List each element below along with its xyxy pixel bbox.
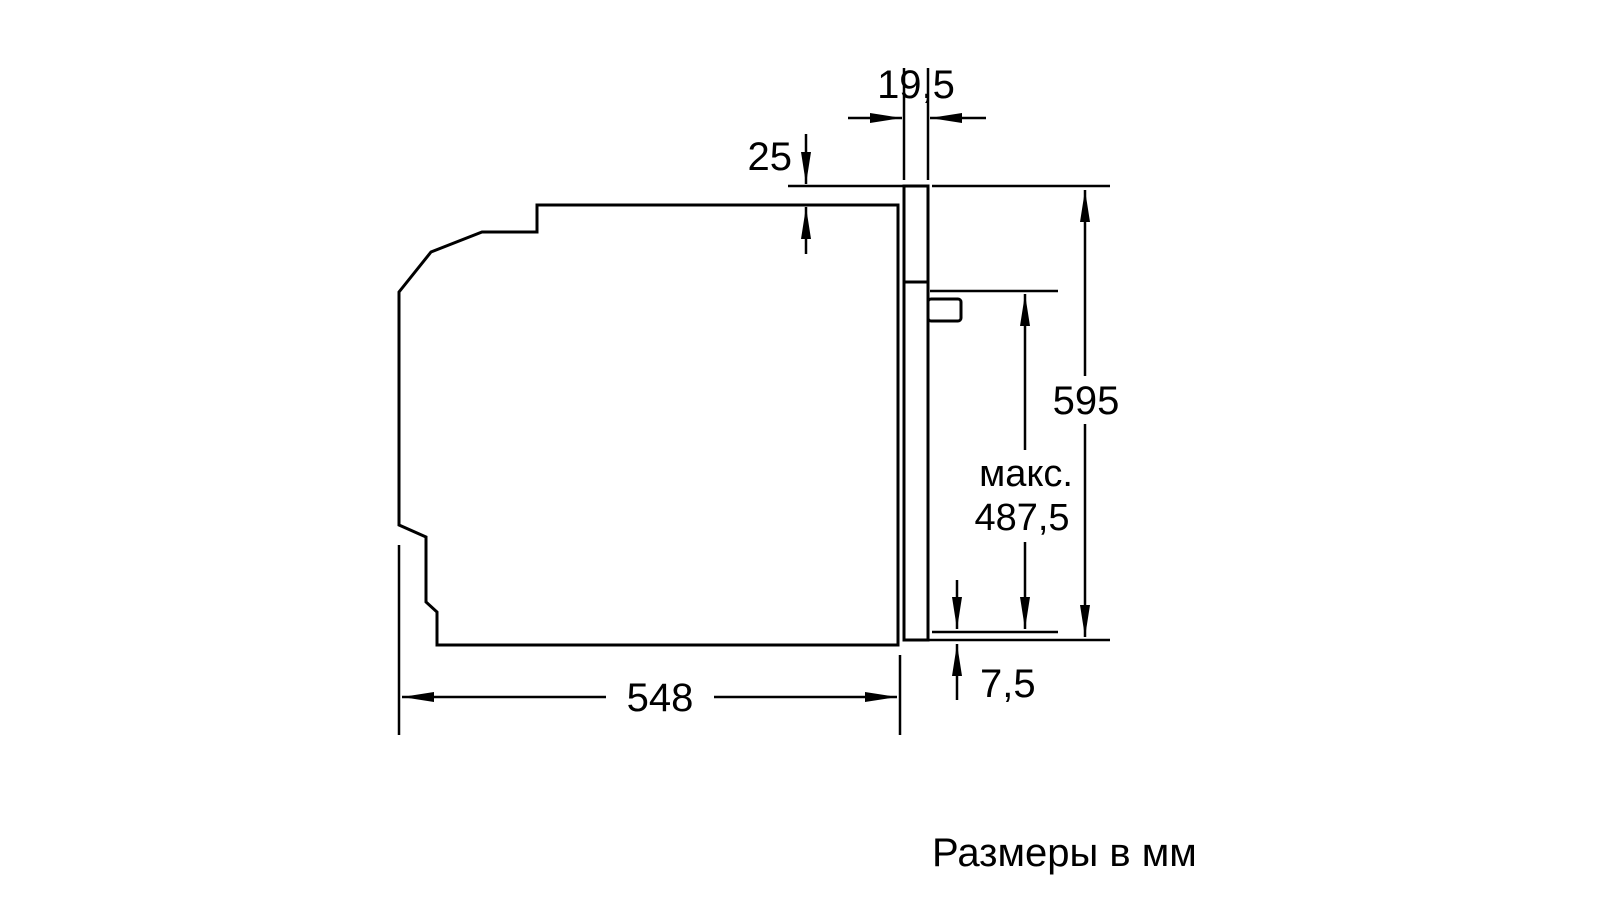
dim-label-595: 595: [1053, 379, 1120, 423]
dim-label-548: 548: [627, 676, 694, 720]
dim-label-max-word: макс.: [979, 453, 1073, 495]
oven-body-outline: [397, 203, 900, 647]
units-note: Размеры в мм: [932, 831, 1197, 875]
dim-label-7-5: 7,5: [980, 662, 1036, 706]
label-mask-max: [968, 450, 1080, 542]
label-mask-595: [1046, 376, 1126, 424]
dim-label-19-5: 19,5: [877, 63, 955, 107]
oven-front-panel: [902, 184, 930, 642]
dim-label-25: 25: [748, 135, 793, 179]
label-mask-548: [606, 676, 714, 720]
oven-handle-knob: [926, 297, 963, 323]
dim-label-max-value: 487,5: [974, 497, 1069, 539]
